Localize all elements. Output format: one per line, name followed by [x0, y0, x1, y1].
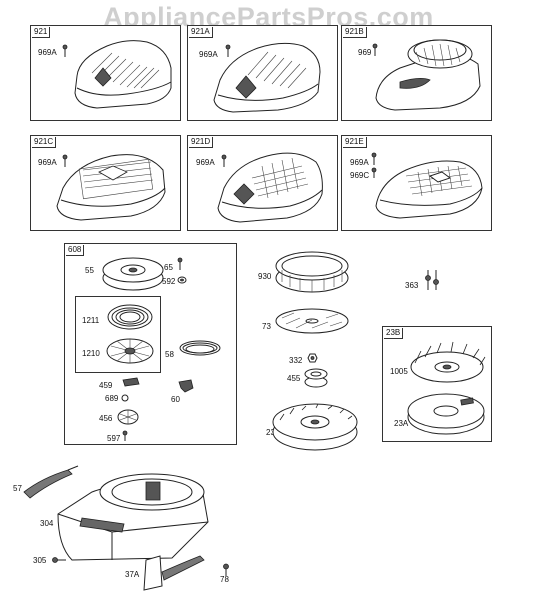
starter-box-608: 608 55 65 592 1211 1210 58 459 689 60 45…: [64, 243, 237, 445]
part-label: 55: [85, 266, 94, 275]
nut-icon: [307, 353, 318, 363]
part-label: 304: [40, 519, 54, 528]
blower-ring-drawing: [275, 251, 349, 293]
panel-tag: 921B: [343, 27, 367, 38]
pawl-drawing: [178, 379, 194, 393]
panel-tag: 921: [32, 27, 51, 38]
handle-drawing: [122, 377, 140, 387]
rotor-drawing: [407, 393, 485, 435]
panel-tag: 608: [66, 245, 85, 256]
part-label: 969A: [350, 158, 369, 167]
panel-921B: 921B 969: [341, 25, 492, 121]
cup-drawing: [304, 368, 328, 388]
panel-921E: 921E 969A 969C: [341, 135, 492, 231]
part-label: 969A: [196, 158, 215, 167]
part-label: 305: [33, 556, 47, 565]
part-label: 969C: [350, 171, 370, 180]
part-label: 23A: [394, 419, 409, 428]
part-label: 969A: [199, 50, 218, 59]
screw-icon: [221, 154, 227, 167]
panel-tag: 921E: [343, 137, 367, 148]
part-label: 332: [289, 356, 303, 365]
screw-icon: [371, 167, 377, 178]
part-label: 78: [220, 575, 229, 584]
screw-icon: [62, 44, 68, 57]
screw-icon: [52, 557, 66, 563]
part-label: 455: [287, 374, 301, 383]
blower-cover-drawing: [74, 40, 172, 109]
ratchet-drawing: [117, 409, 139, 425]
panel-921D: 921D 969A: [187, 135, 338, 231]
panel-tag: 921C: [32, 137, 57, 148]
screw-icon: [62, 154, 68, 167]
part-label: 58: [165, 350, 174, 359]
panel-921A: 921A 969A: [187, 25, 338, 121]
panel-tag: 23B: [384, 328, 404, 339]
part-label: 37A: [125, 570, 140, 579]
panel-tag: 921A: [189, 27, 213, 38]
fan-drawing: [410, 341, 486, 383]
part-label: 689: [105, 394, 119, 403]
part-label: 597: [107, 434, 121, 443]
part-label: 456: [99, 414, 113, 423]
blower-cover-drawing: [375, 39, 481, 111]
part-label: 65: [164, 263, 173, 272]
part-label: 363: [405, 281, 419, 290]
part-label: 1210: [82, 349, 100, 358]
part-label: 23: [266, 428, 275, 437]
flywheel-drawing: [272, 403, 358, 451]
screw-icon: [177, 257, 183, 270]
part-label: 1005: [390, 367, 408, 376]
part-label: 73: [262, 322, 271, 331]
part-label: 930: [258, 272, 272, 281]
panel-921: 921 969A: [30, 25, 181, 121]
clip-icon: [121, 394, 129, 402]
cable-bracket-drawing: [425, 270, 439, 290]
screw-icon: [122, 430, 128, 441]
part-label: 60: [171, 395, 180, 404]
part-label: 459: [99, 381, 113, 390]
spring-drawing: [107, 304, 153, 330]
starter-pulley-drawing: [102, 257, 164, 291]
part-label: 592: [162, 277, 176, 286]
panel-921C: 921C 969A: [30, 135, 181, 231]
blower-cover-drawing: [375, 160, 483, 219]
washer-icon: [177, 276, 187, 284]
screw-icon: [372, 43, 378, 56]
flywheel-box-23B: 23B 1005 23A: [382, 326, 492, 442]
air-guide-drawing: [23, 465, 79, 499]
blower-housing-drawing: [57, 473, 209, 561]
screw-icon: [371, 152, 377, 165]
screw-icon: [223, 563, 229, 576]
part-label: 969: [358, 48, 372, 57]
baffle-drawing: [143, 555, 205, 591]
blower-cover-drawing: [217, 152, 323, 223]
blower-cover-drawing: [213, 42, 321, 113]
part-label: 969A: [38, 158, 57, 167]
part-label: 969A: [38, 48, 57, 57]
part-label: 1211: [82, 316, 100, 325]
screw-icon: [225, 44, 231, 57]
screen-drawing: [275, 308, 349, 334]
part-label: 57: [13, 484, 22, 493]
reel-drawing: [106, 338, 154, 364]
blower-cover-drawing: [56, 154, 166, 221]
panel-tag: 921D: [189, 137, 214, 148]
rope-drawing: [179, 340, 221, 356]
